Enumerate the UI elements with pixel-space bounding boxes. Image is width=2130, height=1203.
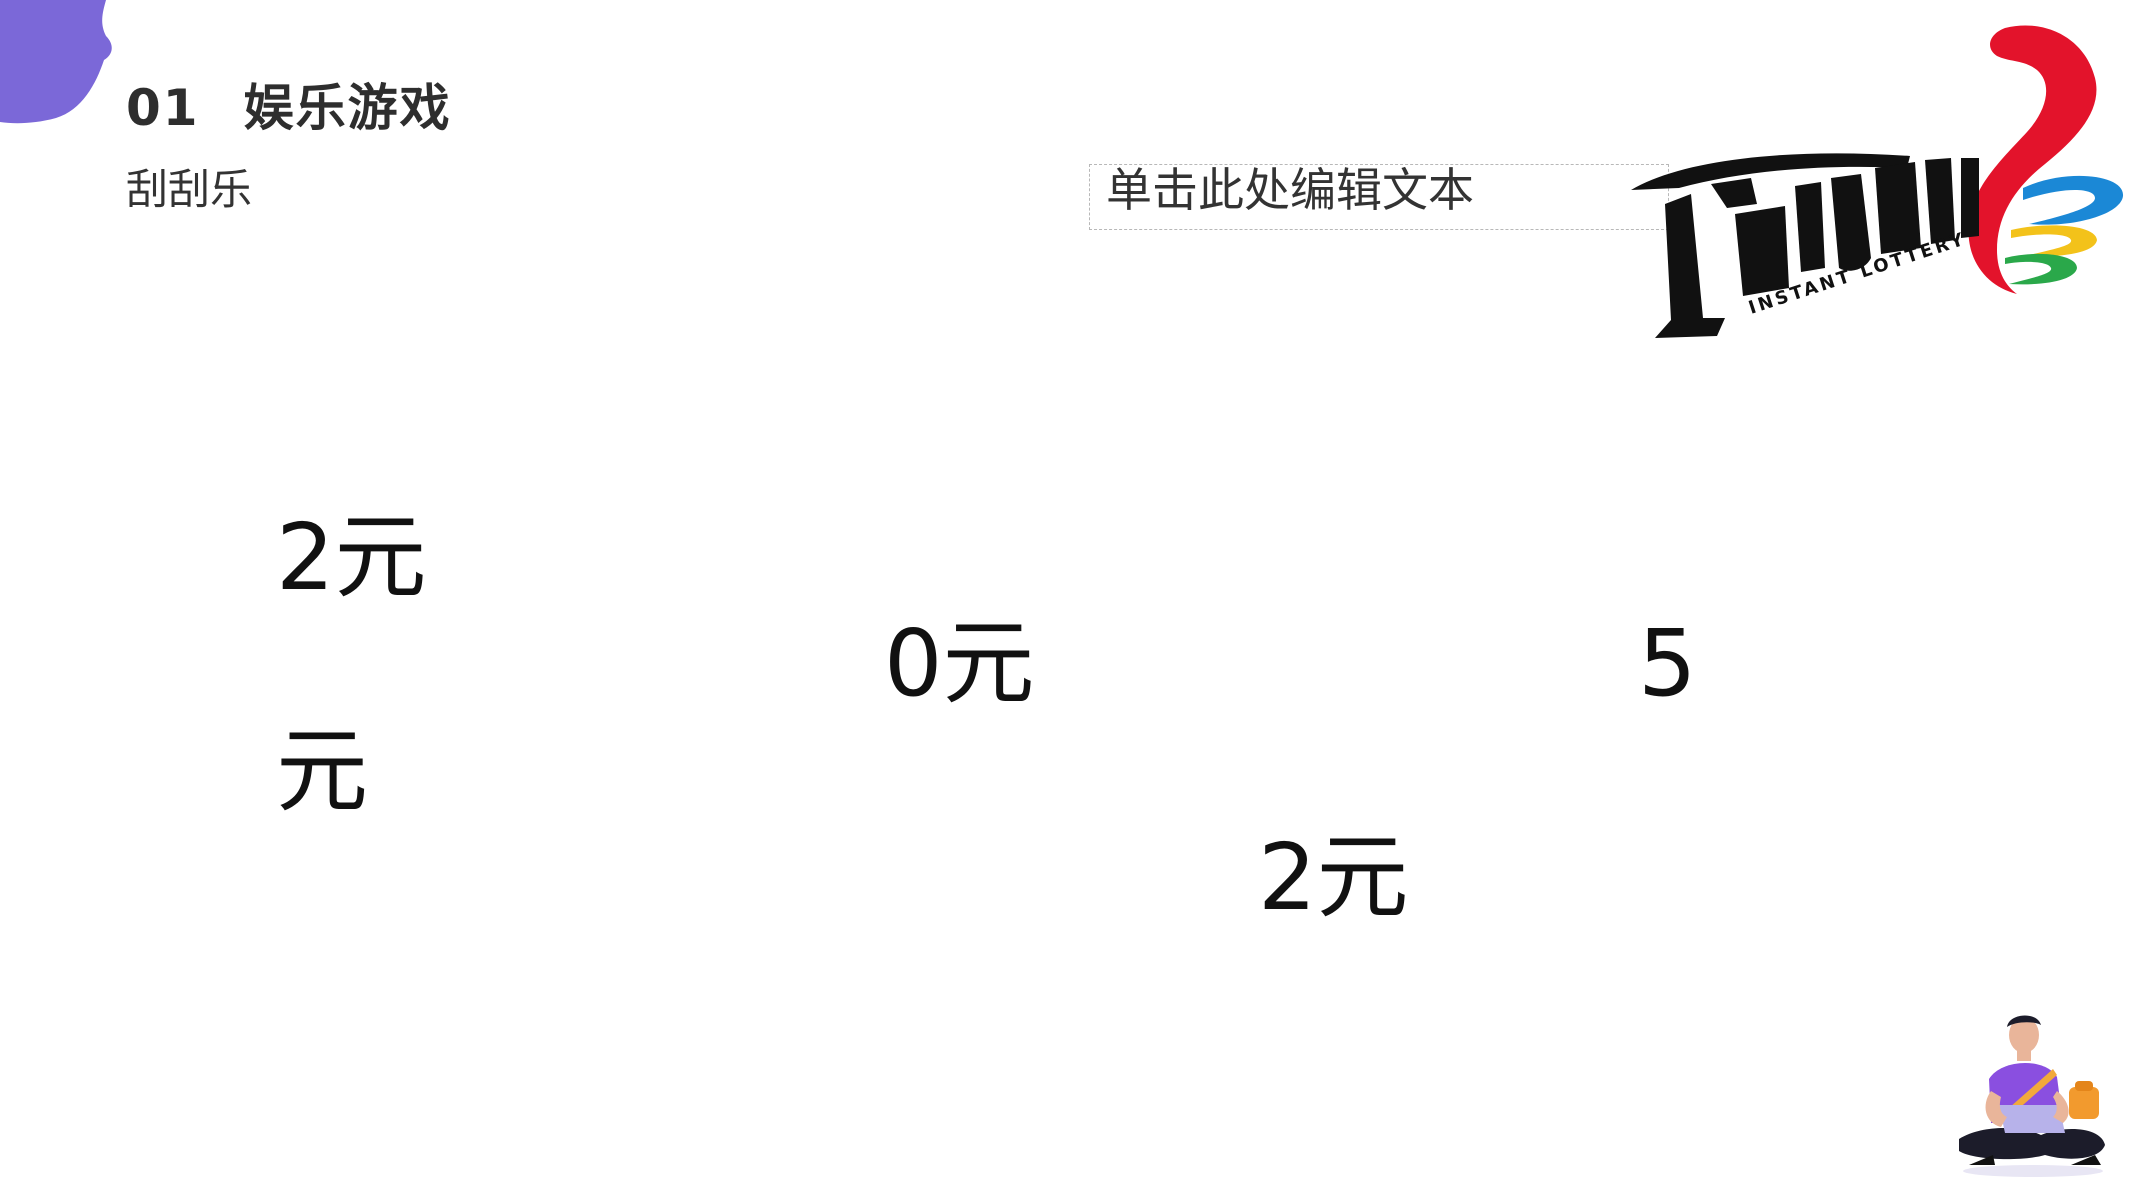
text-placeholder-box[interactable] [1089,164,1669,230]
instant-lottery-logo: INSTANT LOTTERY [1631,25,2124,338]
prize-label: 2元 [1258,824,1409,931]
section-title-text: 娱乐游戏 [243,79,452,137]
prize-label: 0元 [884,610,1035,717]
subtitle: 刮刮乐 [126,165,253,214]
section-number: 01 [126,79,200,137]
corner-decoration [0,0,112,124]
text-placeholder[interactable]: 单击此处编辑文本 [1106,163,1474,217]
prize-label: 2元 [276,504,427,611]
prize-label: 元 [276,718,369,825]
section-title: 01 娱乐游戏 [126,78,452,138]
person-with-laptop-illustration [1959,1015,2105,1177]
prize-label: 5 [1638,610,1697,717]
